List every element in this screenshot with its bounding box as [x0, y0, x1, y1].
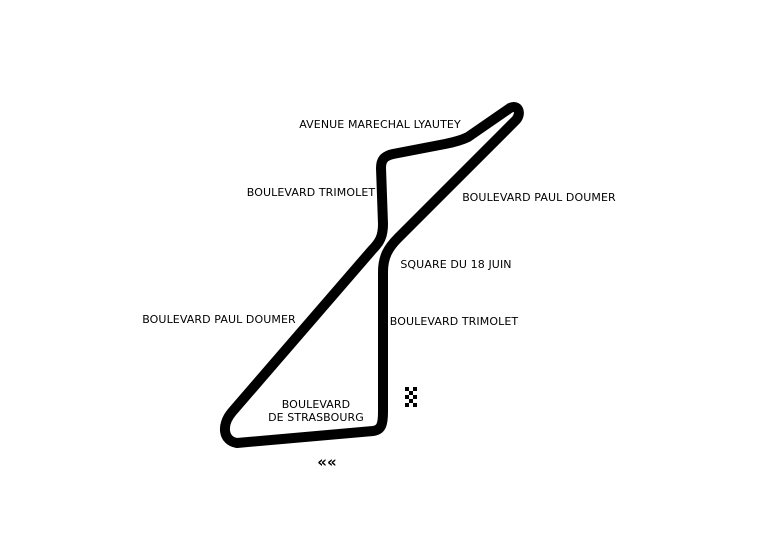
label-square-du-18-juin: SQUARE DU 18 JUIN [400, 258, 511, 271]
direction-chevrons-icon: «« [317, 453, 336, 471]
label-boulevard-strasbourg-line1: BOULEVARD [282, 398, 351, 411]
label-boulevard-paul-doumer-right: BOULEVARD PAUL DOUMER [462, 191, 616, 204]
label-avenue-marechal-lyautey: AVENUE MARECHAL LYAUTEY [299, 118, 461, 131]
label-boulevard-paul-doumer-left: BOULEVARD PAUL DOUMER [142, 313, 296, 326]
label-boulevard-trimolet-upper: BOULEVARD TRIMOLET [247, 186, 376, 199]
circuit-track [220, 102, 524, 448]
checkered-flag-icon [405, 387, 417, 407]
label-boulevard-strasbourg-line2: DE STRASBOURG [268, 411, 364, 424]
label-boulevard-trimolet-lower: BOULEVARD TRIMOLET [390, 315, 519, 328]
